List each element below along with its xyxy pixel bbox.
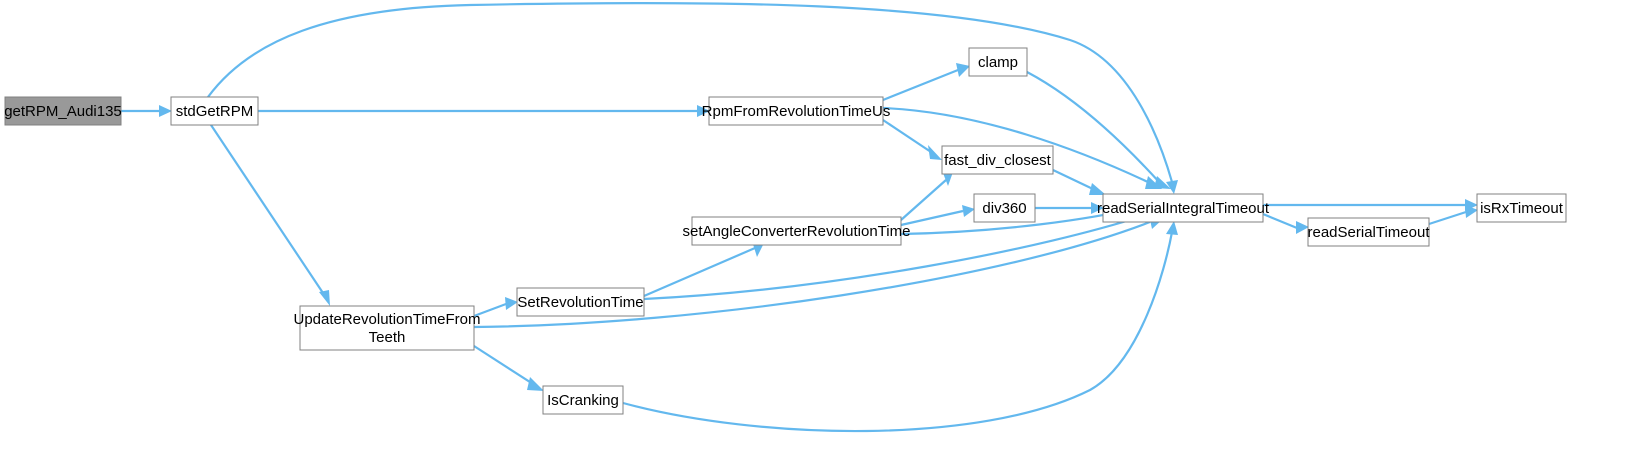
- edge-stdgetrpm-to-rpmfromrevolutiontimeus: [258, 105, 710, 117]
- node-fast-div-closest[interactable]: fast_div_closest: [941, 145, 1054, 175]
- edge-layer: [121, 1, 1478, 433]
- edge-setangleconverterrevolutiontime-to-fastdivclosest: [900, 172, 953, 221]
- edge-fastdivclosest-to-readserialintegraltimeout: [1052, 169, 1106, 195]
- edge-readserialintegraltimeout-to-readserialtimeout: [1262, 212, 1309, 234]
- edge-iscranking-to-readserialintegraltimeout: [622, 221, 1178, 433]
- edge-setrevolutiontime-to-setangleconverterrevolutiontime: [643, 241, 763, 298]
- edge-clamp-to-readserialintegraltimeout: [1026, 71, 1171, 189]
- edge-stdgetrpm-to-updaterevolutiontimefromteeth: [210, 124, 330, 306]
- node-updaterevolutiontimefromteeth[interactable]: UpdateRevolutionTimeFrom Teeth: [293, 305, 481, 351]
- edge-rpmfromrevolutiontimeus-to-clamp: [882, 63, 970, 102]
- node-layer: getRPM_Audi135 stdGetRPM RpmFromRevoluti…: [4, 47, 1567, 415]
- node-readserialtimeout[interactable]: readSerialTimeout: [1307, 217, 1431, 247]
- node-rpmfromrevolutiontimeus[interactable]: RpmFromRevolutionTimeUs: [702, 96, 891, 126]
- edge-readserialintegraltimeout-to-isrxtimeout: [1263, 199, 1478, 211]
- edge-readserialtimeout-to-isrxtimeout: [1428, 205, 1478, 226]
- node-readserialintegraltimeout[interactable]: readSerialIntegralTimeout: [1097, 193, 1270, 223]
- node-div360[interactable]: div360: [973, 193, 1036, 223]
- edge-setangleconverterrevolutiontime-to-div360: [900, 205, 975, 227]
- edge-updaterevolutiontimefromteeth-to-setrevolutiontime: [473, 297, 518, 318]
- edge-div360-to-readserialintegraltimeout: [1035, 202, 1104, 214]
- node-setangleconverterrevolutiontime[interactable]: setAngleConverterRevolutionTime: [683, 216, 911, 246]
- node-getrpm-audi135[interactable]: getRPM_Audi135: [4, 96, 122, 126]
- edge-updaterevolutiontimefromteeth-to-iscranking: [473, 345, 544, 391]
- edge-rpmfromrevolutiontimeus-to-fastdivclosest: [882, 119, 942, 160]
- node-stdgetrpm[interactable]: stdGetRPM: [170, 96, 259, 126]
- node-iscranking[interactable]: IsCranking: [542, 385, 624, 415]
- edge-stdgetrpm-to-readserialintegraltimeout: [207, 1, 1178, 194]
- node-clamp[interactable]: clamp: [968, 47, 1028, 77]
- node-setrevolutiontime[interactable]: SetRevolutionTime: [516, 287, 645, 317]
- node-isrxtimeout[interactable]: isRxTimeout: [1476, 193, 1567, 223]
- edge-getrpm-audi135-to-stdgetrpm: [121, 105, 172, 117]
